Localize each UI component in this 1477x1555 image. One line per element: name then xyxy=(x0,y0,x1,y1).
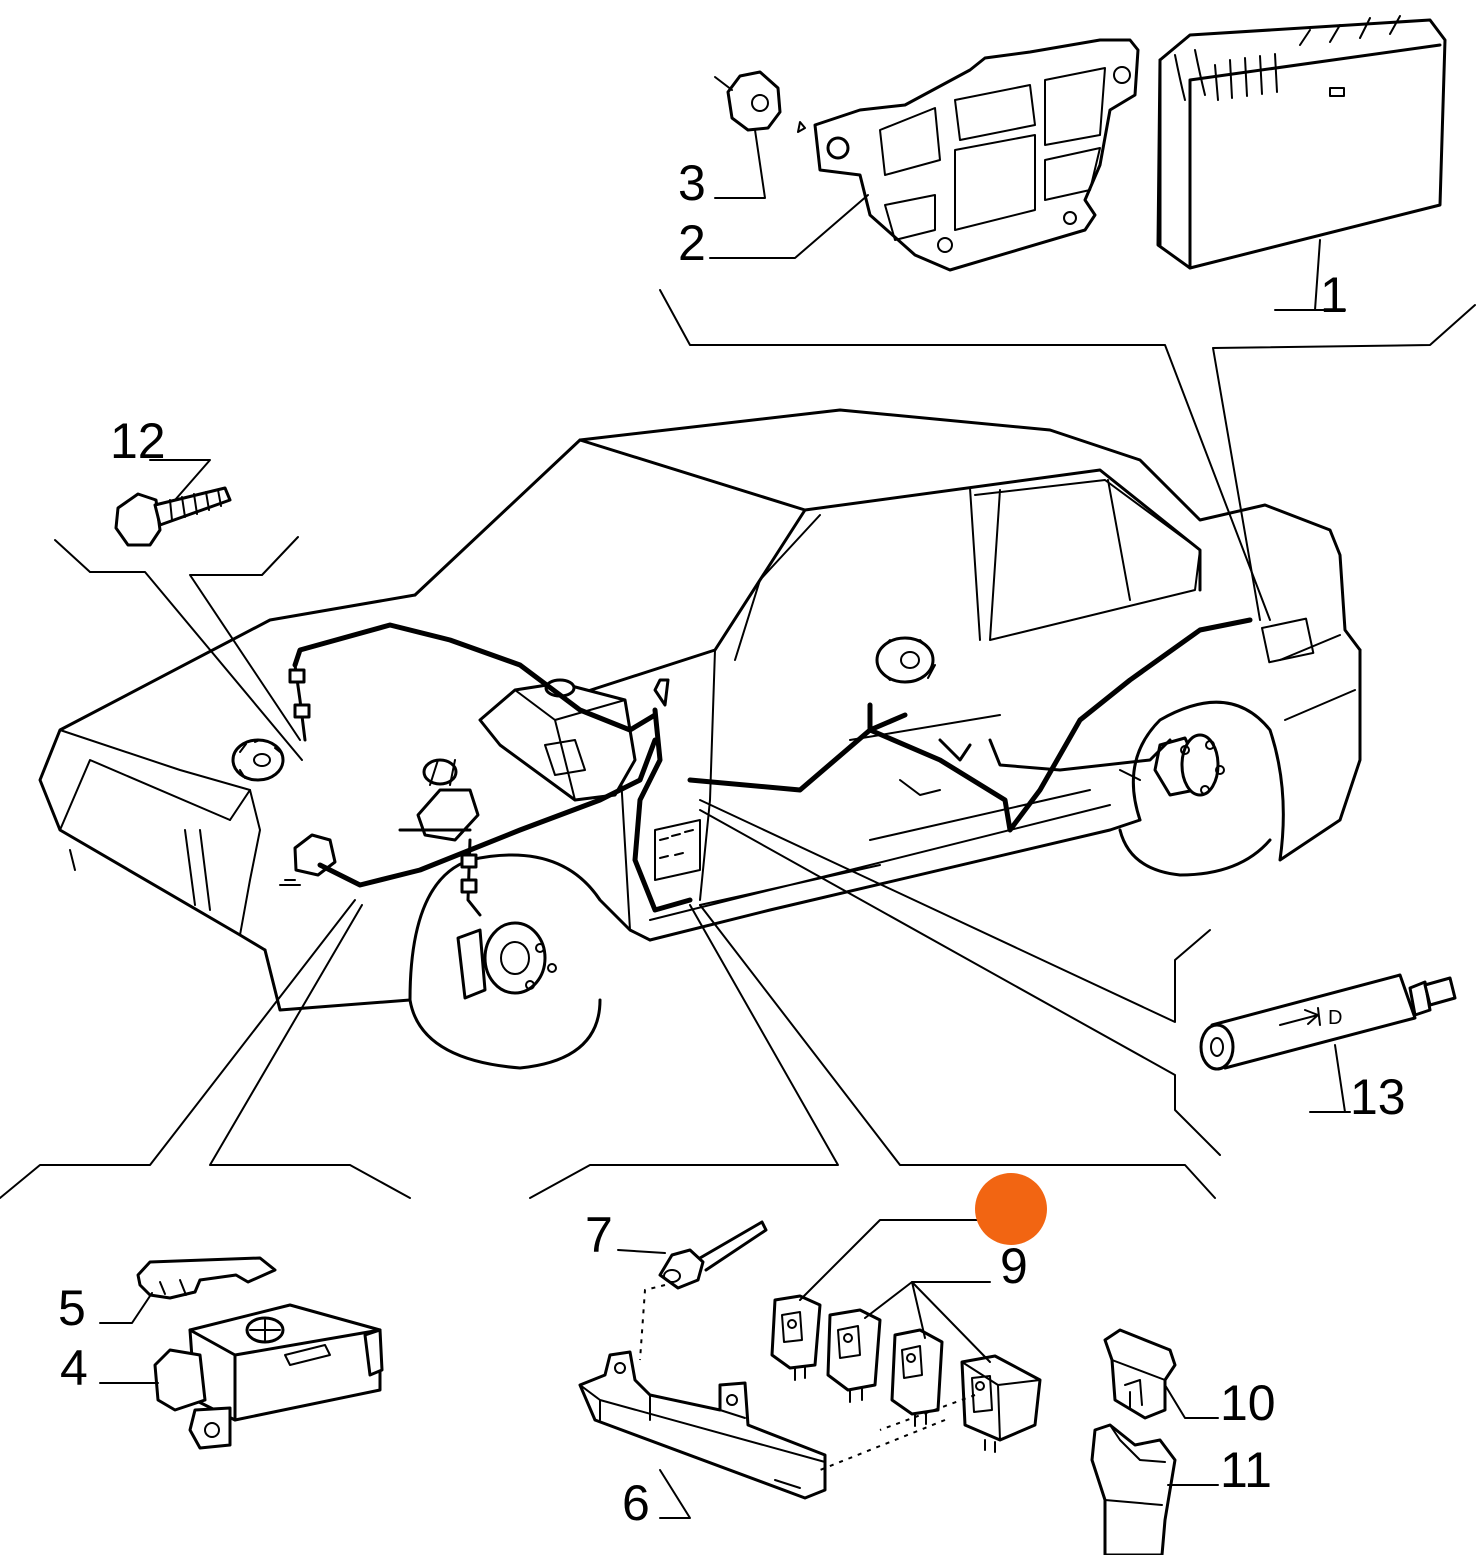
front-left-sensor-ring xyxy=(231,738,285,782)
callout-5: 5 xyxy=(58,1280,86,1336)
callout-1: 1 xyxy=(1320,267,1348,323)
car-body xyxy=(38,408,1362,1070)
callout-10: 10 xyxy=(1220,1375,1276,1431)
callout-13: 13 xyxy=(1350,1069,1406,1125)
relay-b[interactable] xyxy=(826,1308,882,1403)
part-7-pin[interactable] xyxy=(658,1220,768,1290)
part-2-bracket[interactable] xyxy=(797,38,1140,272)
callout-2: 2 xyxy=(678,215,706,271)
part-11-holder[interactable] xyxy=(1090,1423,1177,1555)
part-6-rail[interactable] xyxy=(578,1350,827,1500)
wiring-harness xyxy=(279,617,1253,917)
callout-6: 6 xyxy=(622,1475,650,1531)
leader-lines xyxy=(0,129,1476,1519)
part-12-bolt[interactable] xyxy=(114,486,232,547)
relay-c[interactable] xyxy=(890,1328,944,1427)
part-13-sensor[interactable]: D xyxy=(1199,973,1457,1071)
part-1-control-unit[interactable] xyxy=(1156,15,1447,270)
rear-left-brake xyxy=(875,636,936,684)
highlight-marker[interactable] xyxy=(975,1173,1047,1245)
relay-a[interactable] xyxy=(770,1294,822,1381)
part-4-module[interactable] xyxy=(153,1303,384,1450)
sensor-marking: D xyxy=(1328,1007,1342,1029)
callout-7: 7 xyxy=(585,1207,613,1263)
callout-12: 12 xyxy=(110,413,166,469)
callout-labels: 1 2 3 4 5 6 7 9 10 11 12 13 xyxy=(58,155,1406,1531)
callout-9: 9 xyxy=(1000,1238,1028,1294)
part-10-fuse[interactable] xyxy=(1103,1328,1177,1420)
callout-3: 3 xyxy=(678,155,706,211)
rear-wheel-hub xyxy=(1153,733,1225,797)
part-3-nut[interactable] xyxy=(714,70,782,132)
part-9-relays[interactable] xyxy=(770,1294,1042,1453)
front-wheel-hub xyxy=(456,921,557,1000)
part-5-cover[interactable] xyxy=(136,1256,277,1300)
callout-4: 4 xyxy=(60,1340,88,1396)
relay-d[interactable] xyxy=(960,1354,1042,1453)
callout-11: 11 xyxy=(1220,1442,1272,1498)
